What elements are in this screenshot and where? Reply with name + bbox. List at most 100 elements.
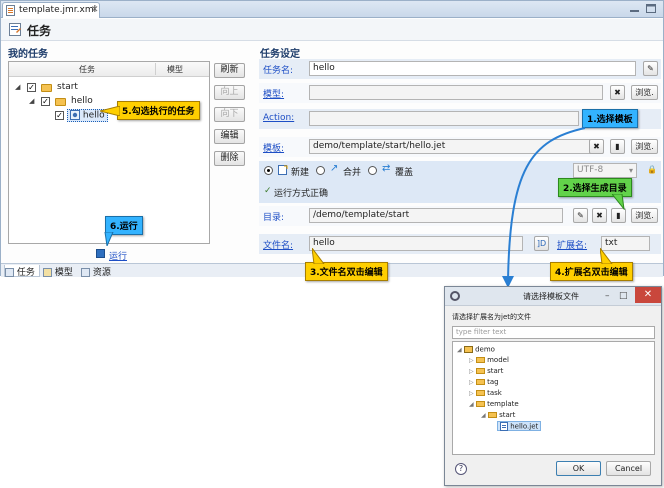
checkbox-start[interactable]: ✓ (27, 83, 36, 92)
checkbox-hello-folder[interactable]: ✓ (41, 97, 50, 106)
run-mode-status: 运行方式正确 (274, 189, 329, 199)
file-tab[interactable]: template.jmr.xml ✕ (2, 2, 100, 18)
collapse-arrow-icon[interactable]: ▷ (469, 379, 474, 386)
task-tree[interactable]: 任务 模型 ◢ ✓ start ◢ ✓ hello ✓ he (8, 61, 210, 244)
action-label[interactable]: Action: (263, 113, 295, 123)
tree-node-template-start[interactable]: ◢ start (481, 411, 515, 421)
checkbox-hello-task[interactable]: ✓ (55, 111, 64, 120)
cancel-button[interactable]: Cancel (606, 461, 651, 476)
move-down-button[interactable]: 向下 (214, 107, 245, 122)
column-header-model[interactable]: 模型 (167, 65, 183, 74)
filename-input[interactable]: hello (309, 236, 523, 251)
form-title-bar: 任务 (1, 19, 663, 41)
move-up-button[interactable]: 向上 (214, 85, 245, 100)
tree-node-task[interactable]: ▷ task (469, 389, 502, 399)
model-input[interactable] (309, 85, 603, 100)
model-label[interactable]: 模型: (263, 90, 285, 100)
edit-pencil-icon[interactable]: ✎ (643, 61, 658, 76)
tree-node-template[interactable]: ◢ template (469, 400, 519, 410)
collapse-arrow-icon[interactable]: ▷ (469, 368, 474, 375)
edit-button[interactable]: 编辑 (214, 129, 245, 144)
callout-select-template: 1.选择模板 (582, 109, 638, 128)
collapse-arrow-icon[interactable]: ▷ (469, 390, 474, 397)
dialog-title-bar: 请选择模板文件 – □ ✕ (445, 287, 661, 306)
tab-resource[interactable]: 资源 (81, 265, 117, 278)
tab-close-icon[interactable]: ✕ (91, 5, 99, 15)
clear-model-icon[interactable]: ✖ (610, 85, 625, 100)
run-icon[interactable] (96, 249, 105, 258)
refresh-button[interactable]: 刷新 (214, 63, 245, 78)
clear-template-icon[interactable]: ✖ (589, 139, 604, 154)
column-divider (155, 63, 156, 75)
callout-pointer (612, 194, 625, 210)
help-icon[interactable]: ? (455, 463, 467, 475)
column-header-task[interactable]: 任务 (79, 65, 95, 74)
extension-input[interactable]: txt (601, 236, 650, 251)
encoding-select[interactable]: UTF-8 ▾ (573, 163, 637, 178)
callout-check-task: 5.勾选执行的任务 (117, 101, 200, 120)
task-name-input[interactable]: hello (309, 61, 636, 76)
expand-arrow-icon[interactable]: ◢ (15, 83, 21, 91)
new-file-icon (278, 165, 288, 175)
minimize-icon[interactable] (629, 3, 641, 15)
folder-icon (475, 390, 485, 396)
tree-row-hello-task[interactable]: ✓ hello (55, 109, 185, 123)
clear-dir-icon[interactable]: ✖ (592, 208, 607, 223)
maximize-icon[interactable] (645, 3, 657, 15)
radio-new[interactable] (264, 166, 273, 175)
folder-icon (55, 98, 66, 106)
tab-model[interactable]: 模型 (43, 265, 79, 278)
run-link[interactable]: 运行 (109, 252, 128, 262)
mode-new-label: 新建 (291, 168, 310, 178)
filter-input[interactable]: type filter text (452, 326, 655, 339)
jet-file-icon (500, 422, 508, 431)
tree-label-hello-folder: hello (71, 96, 93, 106)
tree-node-demo[interactable]: ◢ demo (457, 345, 495, 355)
extension-label[interactable]: 扩展名: (557, 241, 588, 251)
tree-node-model[interactable]: ▷ model (469, 356, 509, 366)
expand-arrow-icon[interactable]: ◢ (29, 97, 35, 105)
ext-toggle-button[interactable]: ]D (534, 236, 549, 251)
dialog-minimize-icon[interactable]: – (605, 291, 610, 301)
action-input[interactable] (309, 111, 579, 126)
edit-dir-icon[interactable]: ✎ (573, 208, 588, 223)
chevron-down-icon: ▾ (628, 166, 633, 175)
overwrite-icon: ⇄ (382, 163, 391, 174)
browse-template-button[interactable]: 浏览. (631, 139, 658, 154)
browse-model-button[interactable]: 浏览. (631, 85, 658, 100)
tree-node-hello-jet[interactable]: hello.jet (497, 421, 542, 431)
callout-pointer (312, 248, 325, 264)
directory-input[interactable]: /demo/template/start (309, 208, 563, 223)
template-label[interactable]: 模板: (263, 144, 285, 154)
tab-task[interactable]: 任务 (4, 265, 40, 278)
tree-node-start[interactable]: ▷ start (469, 367, 503, 377)
expand-arrow-icon[interactable]: ◢ (481, 412, 486, 419)
connector-arrow (502, 127, 586, 288)
filename-label[interactable]: 文件名: (263, 241, 294, 251)
open-template-icon[interactable]: ▮ (610, 139, 625, 154)
browse-dir-button[interactable]: 浏览. (631, 208, 658, 223)
radio-merge[interactable] (316, 166, 325, 175)
tree-row-start[interactable]: ◢ ✓ start (15, 81, 195, 95)
dialog-maximize-icon[interactable]: □ (619, 291, 628, 301)
radio-overwrite[interactable] (368, 166, 377, 175)
delete-button[interactable]: 删除 (214, 151, 245, 166)
task-form-icon (9, 23, 21, 36)
expand-arrow-icon[interactable]: ◢ (469, 401, 474, 408)
tree-row-hello-folder[interactable]: ◢ ✓ hello (29, 95, 189, 109)
file-tree[interactable]: ◢ demo ▷ model ▷ start ▷ tag ▷ task ◢ (452, 341, 655, 455)
dialog-app-icon (450, 291, 460, 301)
expand-arrow-icon[interactable]: ◢ (457, 346, 462, 354)
tree-node-label: demo (475, 345, 495, 354)
directory-label: 目录: (263, 213, 285, 223)
ok-button[interactable]: OK (556, 461, 601, 476)
dialog-close-icon[interactable]: ✕ (635, 287, 661, 303)
tree-node-tag[interactable]: ▷ tag (469, 378, 499, 388)
tree-item-hello-selected[interactable]: hello (67, 109, 108, 122)
page-title: 任务 (27, 24, 52, 38)
tree-node-label: model (487, 356, 509, 364)
open-dir-icon[interactable]: ▮ (611, 208, 626, 223)
collapse-arrow-icon[interactable]: ▷ (469, 357, 474, 364)
callout-edit-extension: 4.扩展名双击编辑 (550, 262, 633, 281)
merge-icon: ↗ (330, 163, 339, 174)
